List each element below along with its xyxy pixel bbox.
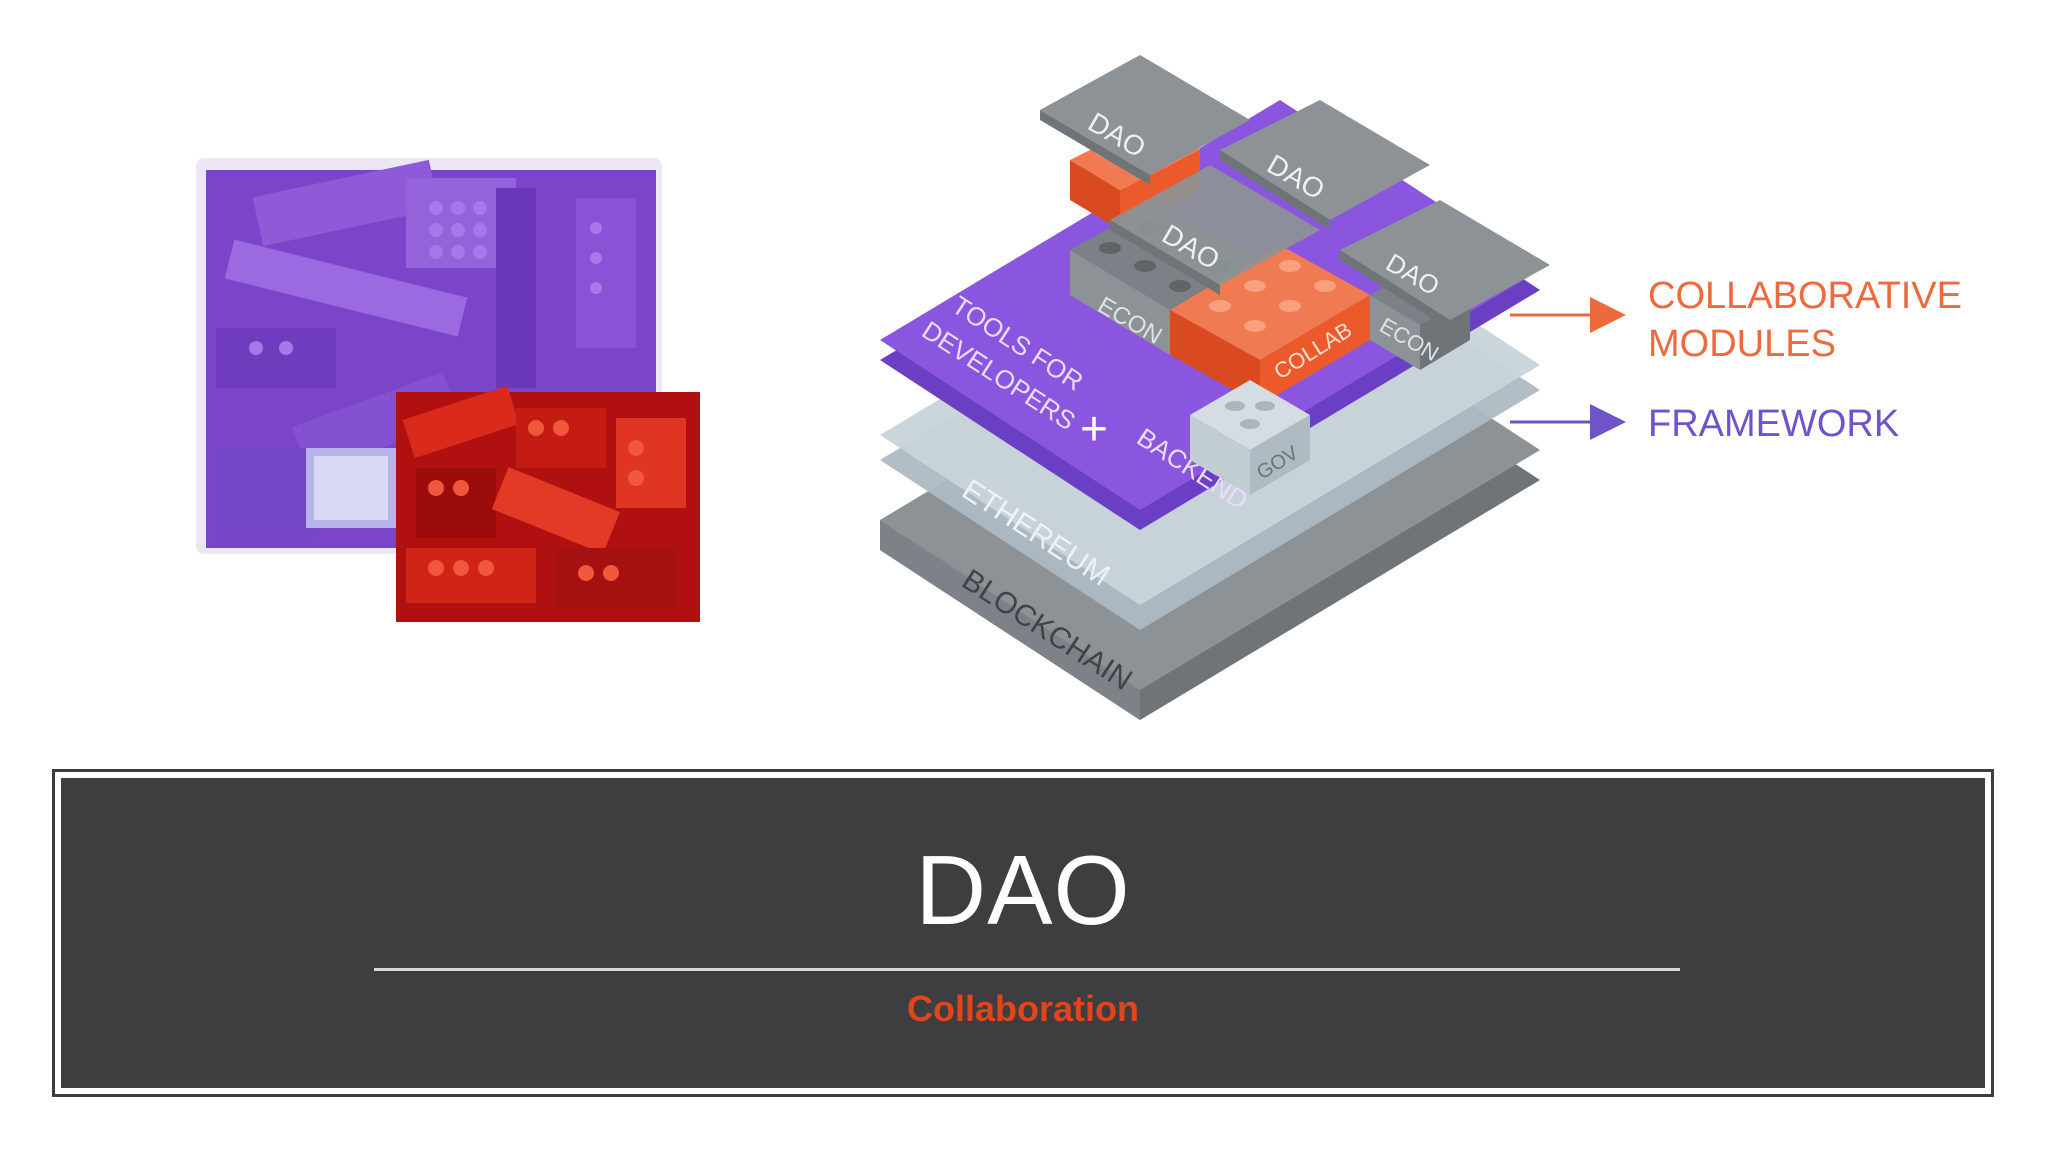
title-panel: DAO Collaboration (52, 769, 1994, 1097)
collaborative-label-line1: COLLABORATIVE (1648, 275, 1962, 317)
plus-sign: + (1080, 403, 1108, 456)
slide-subtitle: Collaboration (907, 988, 1139, 1029)
title-panel-inner: DAO Collaboration (61, 778, 1985, 1088)
slide-title: DAO (915, 835, 1131, 945)
red-lego-photo (396, 385, 700, 622)
dao-tile-3: DAO (1110, 165, 1320, 295)
dao-stack-diagram: BLOCKCHAIN ETHEREUM TOOLS FOR DEVELOPERS… (880, 55, 1962, 720)
dao-tile-2: DAO (1220, 100, 1430, 230)
framework-label: FRAMEWORK (1648, 403, 1899, 445)
collaborative-label-line2: MODULES (1648, 323, 1836, 365)
collab-brick: COLLAB (1170, 245, 1370, 405)
lego-photos (196, 158, 700, 622)
gov-brick: GOV (1190, 380, 1310, 495)
dao-tile-4: DAO (1340, 200, 1550, 330)
title-divider (374, 968, 1680, 971)
